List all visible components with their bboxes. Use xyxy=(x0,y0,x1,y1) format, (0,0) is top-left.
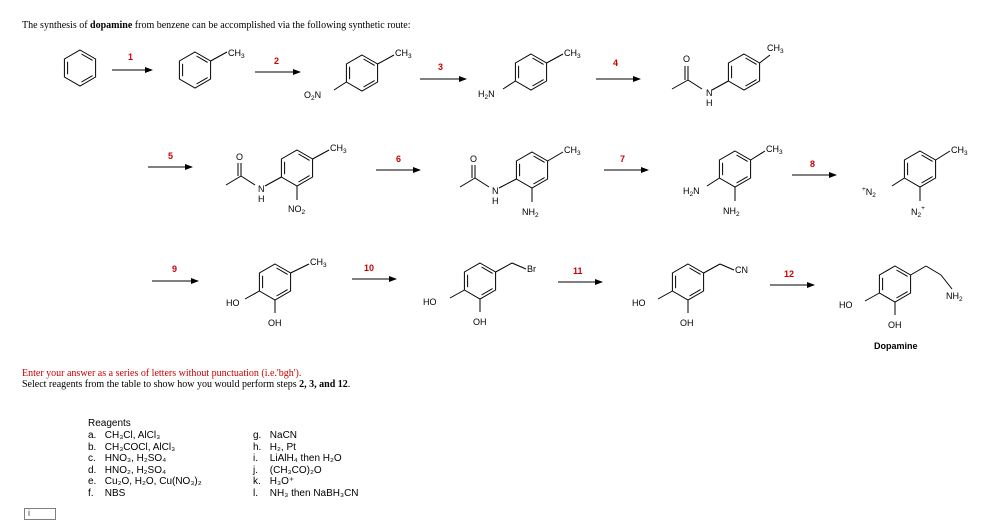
svg-text:CN: CN xyxy=(735,265,748,275)
svg-text:OH: OH xyxy=(473,317,487,327)
step-number: 9 xyxy=(172,264,177,274)
nitro-acetanilide-structure: CH3 NO2 N H O xyxy=(225,143,347,216)
svg-text:CH3: CH3 xyxy=(330,143,347,155)
svg-text:HO: HO xyxy=(226,298,240,308)
step-number: 10 xyxy=(364,263,374,273)
svg-text:N: N xyxy=(706,88,713,98)
reagent-row: j. (CH₃CO)₂O xyxy=(253,464,322,476)
question-intro: The synthesis of dopamine from benzene c… xyxy=(22,20,411,31)
svg-text:CH3: CH3 xyxy=(564,48,581,60)
svg-text:H: H xyxy=(258,194,265,204)
reagents-title: Reagents xyxy=(88,418,131,429)
svg-text:N2+: N2+ xyxy=(911,205,925,219)
svg-text:N: N xyxy=(492,186,499,196)
reagent-row: h. H₂, Pt xyxy=(253,441,296,453)
nitrile-structure: CN HO OH xyxy=(632,263,748,328)
reagent-row: k. H₃O⁺ xyxy=(253,476,295,487)
svg-text:CH3: CH3 xyxy=(564,145,581,157)
svg-text:NH2: NH2 xyxy=(522,207,539,219)
step-number: 3 xyxy=(438,62,443,72)
svg-text:O: O xyxy=(683,54,690,64)
svg-text:CH3: CH3 xyxy=(951,145,968,157)
steps-emphasis: 2, 3, and 12 xyxy=(299,379,348,390)
svg-text:H2N: H2N xyxy=(683,186,700,198)
step-number: 12 xyxy=(784,269,794,279)
reagent-row: i. LiAlH₄ then H₂O xyxy=(253,453,342,464)
svg-text:HO: HO xyxy=(839,300,853,310)
svg-text:N: N xyxy=(258,184,265,194)
reagent-row: l. NH₃ then NaBH₃CN xyxy=(253,487,359,499)
answer-input[interactable] xyxy=(25,509,55,519)
svg-text:OH: OH xyxy=(680,318,694,328)
svg-text:O: O xyxy=(236,152,243,162)
svg-text:Br: Br xyxy=(527,264,536,274)
svg-text:CH3: CH3 xyxy=(395,48,412,60)
step-number: 11 xyxy=(573,266,583,276)
svg-text:NH2: NH2 xyxy=(723,206,740,218)
reagent-row: g. NaCN xyxy=(253,430,298,441)
svg-text:NH2: NH2 xyxy=(946,291,963,303)
step-number: 1 xyxy=(128,52,133,62)
diamine-structure: CH3 NH2 H2N xyxy=(683,144,783,218)
svg-text:+N2: +N2 xyxy=(862,186,876,199)
methylcatechol-structure: CH3 HO OH xyxy=(226,257,327,328)
reagent-row: e. Cu₂O, H₂O, Cu(NO₃)₂ xyxy=(88,476,202,487)
reagents-table: Reagents a. CH₃Cl, AlCl₃ b. CH₃COCl, AlC… xyxy=(88,418,359,499)
step-number: 8 xyxy=(810,159,815,169)
svg-text:CH3: CH3 xyxy=(228,48,245,60)
synthesis-scheme: 1 CH3 2 CH3 O2N 3 CH3 H2N 4 CH3 N H xyxy=(63,43,968,351)
p-toluidine-structure: CH3 H2N xyxy=(478,48,581,101)
svg-text:CH3: CH3 xyxy=(767,43,784,55)
step-number: 6 xyxy=(396,154,401,164)
p-nitrotoluene-structure: CH3 O2N xyxy=(304,48,412,102)
amino-acetanilide-structure: CH3 NH2 N H O xyxy=(459,145,581,219)
reagent-row: a. CH₃Cl, AlCl₃ xyxy=(88,430,161,441)
svg-text:CH3: CH3 xyxy=(766,144,783,156)
reagent-row: c. HNO₃, H₂SO₄ xyxy=(88,453,167,464)
question-prompt: Select reagents from the table to show h… xyxy=(22,379,351,390)
reagents-right-column: g. NaCN h. H₂, Pt i. LiAlH₄ then H₂O j. … xyxy=(253,430,359,499)
svg-text:OH: OH xyxy=(888,320,902,330)
answer-instruction: Enter your answer as a series of letters… xyxy=(22,368,302,379)
reagent-row: d. HNO₂, H₂SO₄ xyxy=(88,464,167,476)
svg-text:HO: HO xyxy=(423,297,437,307)
step-number: 4 xyxy=(613,58,618,68)
svg-text:O: O xyxy=(470,154,477,164)
dopamine-label: Dopamine xyxy=(874,341,918,351)
svg-text:H: H xyxy=(492,196,499,206)
diazonium-structure: CH3 N2+ +N2 xyxy=(862,145,968,219)
step-number: 2 xyxy=(274,56,279,66)
step-number: 5 xyxy=(168,151,173,161)
svg-text:NO2: NO2 xyxy=(288,204,306,216)
reagent-row: f. NBS xyxy=(88,487,126,499)
compound-name: dopamine xyxy=(90,20,133,31)
svg-text:H2N: H2N xyxy=(478,89,495,101)
dopamine-structure: NH2 HO OH Dopamine xyxy=(839,265,963,351)
acetanilide-structure: CH3 N H O xyxy=(671,43,784,108)
benzene-structure xyxy=(63,49,97,87)
svg-text:OH: OH xyxy=(268,318,282,328)
toluene-structure: CH3 xyxy=(178,48,245,89)
step-number: 7 xyxy=(620,154,625,164)
reagents-left-column: a. CH₃Cl, AlCl₃ b. CH₃COCl, AlCl₃ c. HNO… xyxy=(88,430,202,499)
svg-text:HO: HO xyxy=(632,298,646,308)
svg-text:CH3: CH3 xyxy=(310,257,327,269)
text-cursor-icon: i xyxy=(28,508,30,518)
answer-field-box[interactable]: i xyxy=(24,508,56,520)
benzyl-bromide-structure: Br HO OH xyxy=(423,262,536,327)
reagent-row: b. CH₃COCl, AlCl₃ xyxy=(88,441,176,453)
svg-text:O2N: O2N xyxy=(304,90,321,102)
svg-text:H: H xyxy=(706,98,713,108)
